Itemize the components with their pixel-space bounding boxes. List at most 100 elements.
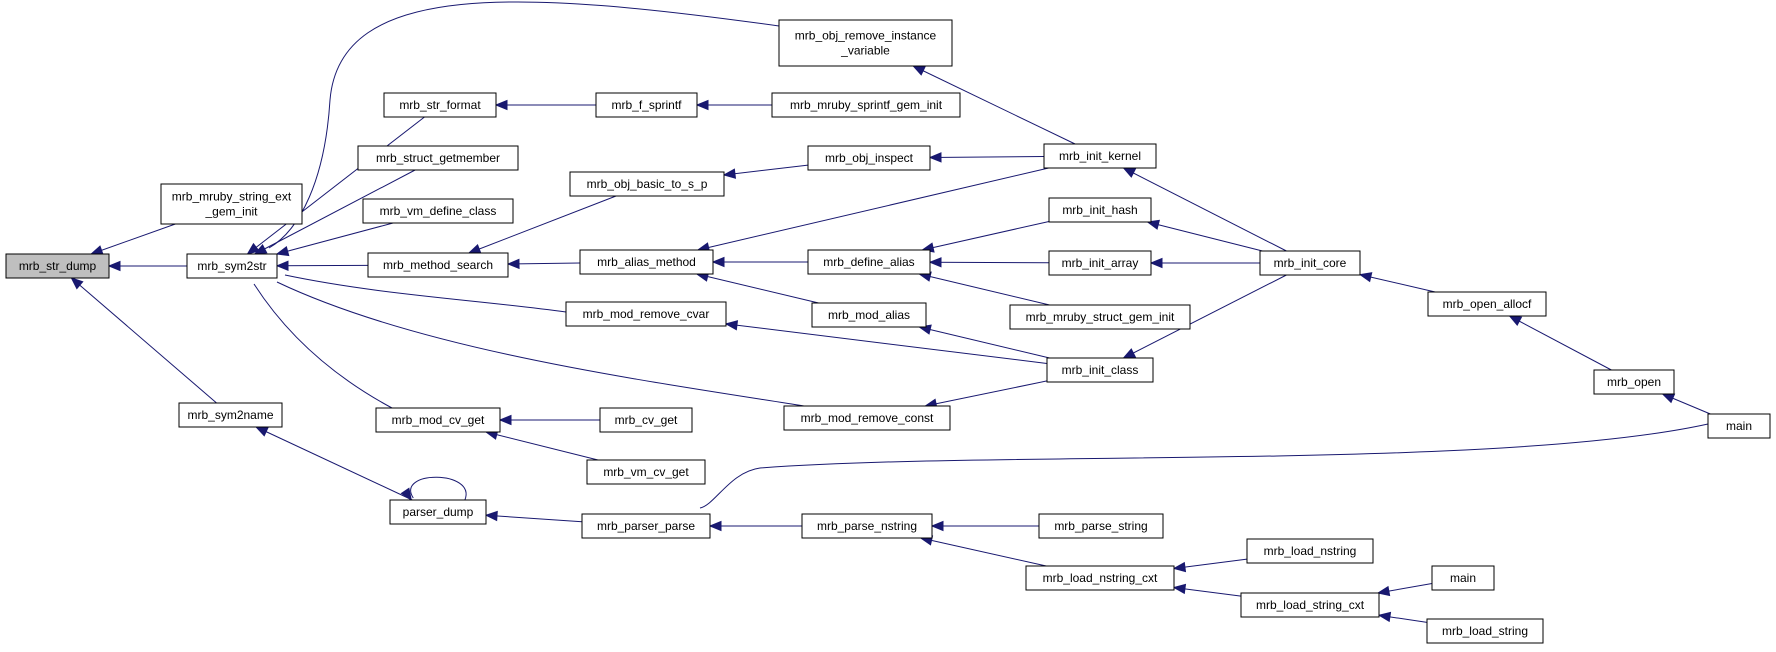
edge-line <box>254 169 416 255</box>
node-label: mrb_open_allocf <box>1443 297 1532 311</box>
node-sym2str[interactable]: mrb_sym2str <box>186 253 278 279</box>
node-box <box>5 253 110 279</box>
node-box <box>383 92 497 118</box>
edge-arrowhead <box>498 414 512 426</box>
node-box <box>778 19 953 67</box>
node-main2[interactable]: main <box>1431 565 1495 591</box>
node-init-hash[interactable]: mrb_init_hash <box>1048 197 1152 223</box>
edge-load_nstring_cxt-to-parse_nstring <box>919 535 1047 567</box>
edge-mod_remove_cvar-to-sym2str <box>284 274 567 313</box>
node-label: mrb_obj_inspect <box>825 151 914 165</box>
node-mruby-struct[interactable]: mrb_mruby_struct_gem_init <box>1009 304 1191 330</box>
node-mod-remove-const[interactable]: mrb_mod_remove_const <box>783 405 951 431</box>
edge-init_hash-to-define_alias <box>921 220 1050 253</box>
edge-mruby_string_ext-to-str_dump <box>89 223 176 256</box>
node-parse-string[interactable]: mrb_parse_string <box>1038 513 1164 539</box>
node-cv-get[interactable]: mrb_cv_get <box>599 407 693 433</box>
node-obj-basic-to-s-p[interactable]: mrb_obj_basic_to_s_p <box>569 171 725 197</box>
node-mod-alias[interactable]: mrb_mod_alias <box>811 302 927 328</box>
node-load-nstring-cxt[interactable]: mrb_load_nstring_cxt <box>1025 565 1175 591</box>
node-load-string[interactable]: mrb_load_string <box>1426 618 1544 644</box>
node-box <box>1043 143 1157 169</box>
node-alias-method[interactable]: mrb_alias_method <box>579 249 714 275</box>
node-box <box>1009 304 1191 330</box>
edge-arrowhead <box>1661 393 1676 404</box>
node-define-alias[interactable]: mrb_define_alias <box>807 249 931 275</box>
edge-load_nstring-to-load_nstring_cxt <box>1172 558 1248 573</box>
edge-line <box>696 273 819 304</box>
node-box <box>362 198 514 224</box>
node-parse-nstring[interactable]: mrb_parse_nstring <box>801 513 933 539</box>
node-struct-getmember[interactable]: mrb_struct_getmember <box>357 145 519 171</box>
node-box <box>801 513 933 539</box>
node-box <box>586 459 706 485</box>
edge-obj_inspect-to-obj_basic_to_s_p <box>722 164 809 179</box>
node-label: mrb_load_string <box>1442 624 1528 638</box>
edge-line <box>276 281 805 407</box>
edge-arrowhead <box>494 99 508 111</box>
edge-parse_nstring-to-parser_parse <box>708 520 802 532</box>
node-load-string-cxt[interactable]: mrb_load_string_cxt <box>1240 592 1380 618</box>
node-box <box>1048 197 1152 223</box>
node-f-sprintf[interactable]: mrb_f_sprintf <box>595 92 698 118</box>
node-init-array[interactable]: mrb_init_array <box>1048 250 1152 276</box>
node-box <box>160 183 303 225</box>
edge-define_alias-to-alias_method <box>711 256 808 268</box>
edge-arrowhead <box>506 258 520 270</box>
node-box <box>1593 369 1675 395</box>
node-main1[interactable]: main <box>1707 413 1771 439</box>
edge-parse_string-to-parse_nstring <box>930 520 1039 532</box>
node-obj-remove-iv[interactable]: mrb_obj_remove_instance_variable <box>778 19 953 67</box>
node-box <box>367 252 509 278</box>
node-label: mrb_vm_cv_get <box>603 465 689 479</box>
node-init-kernel[interactable]: mrb_init_kernel <box>1043 143 1157 169</box>
node-open-allocf[interactable]: mrb_open_allocf <box>1427 291 1547 317</box>
node-label: mrb_define_alias <box>823 255 914 269</box>
edge-init_kernel-to-obj_inspect <box>928 152 1045 163</box>
node-mruby-sprintf[interactable]: mrb_mruby_sprintf_gem_init <box>771 92 961 118</box>
edge-sym2name-to-str_dump <box>70 277 217 404</box>
node-label: parser_dump <box>403 505 474 519</box>
node-str-format[interactable]: mrb_str_format <box>383 92 497 118</box>
edge-arrowhead <box>708 520 722 532</box>
node-box <box>811 302 927 328</box>
edge-mod_alias-to-alias_method <box>695 271 819 304</box>
edge-arrowhead <box>107 260 121 272</box>
edge-arrowhead <box>928 152 942 163</box>
node-obj-inspect[interactable]: mrb_obj_inspect <box>807 145 931 171</box>
node-parser-dump[interactable]: parser_dump <box>389 499 487 525</box>
node-str-dump[interactable]: mrb_str_dump <box>5 253 110 279</box>
node-mruby-string-ext[interactable]: mrb_mruby_string_ext_gem_init <box>160 183 303 225</box>
edge-open_allocf-to-init_core <box>1358 272 1436 293</box>
node-init-core[interactable]: mrb_init_core <box>1259 250 1361 276</box>
node-open[interactable]: mrb_open <box>1593 369 1675 395</box>
node-label: mrb_mruby_sprintf_gem_init <box>790 98 943 112</box>
edge-line <box>913 65 1076 145</box>
edge-line <box>1123 274 1287 359</box>
edge-str_format-to-sym2str <box>246 116 425 255</box>
node-mod-cv-get[interactable]: mrb_mod_cv_get <box>375 407 501 433</box>
node-init-class[interactable]: mrb_init_class <box>1046 357 1154 383</box>
edge-line <box>925 380 1048 407</box>
edge-layer <box>70 1 1711 623</box>
edge-arrowhead <box>722 168 737 179</box>
node-box <box>389 499 487 525</box>
edge-line <box>255 426 413 501</box>
node-label: mrb_obj_remove_instance <box>795 29 937 43</box>
edge-arrowhead <box>930 520 944 532</box>
edge-line <box>1509 315 1612 371</box>
node-load-nstring[interactable]: mrb_load_nstring <box>1246 538 1374 564</box>
node-vm-define-class[interactable]: mrb_vm_define_class <box>362 198 514 224</box>
node-label: mrb_load_string_cxt <box>1256 598 1365 612</box>
edge-arrowhead <box>1122 167 1137 178</box>
node-vm-cv-get[interactable]: mrb_vm_cv_get <box>586 459 706 485</box>
node-method-search[interactable]: mrb_method_search <box>367 252 509 278</box>
node-parser-parse[interactable]: mrb_parser_parse <box>581 513 711 539</box>
node-mod-remove-cvar[interactable]: mrb_mod_remove_cvar <box>565 301 727 327</box>
node-label: main <box>1726 419 1752 433</box>
node-sym2name[interactable]: mrb_sym2name <box>178 402 283 428</box>
edge-line <box>247 116 425 255</box>
edge-arrowhead <box>70 277 84 290</box>
node-label: mrb_struct_getmember <box>376 151 500 165</box>
edge-f_sprintf-to-str_format <box>494 99 596 111</box>
